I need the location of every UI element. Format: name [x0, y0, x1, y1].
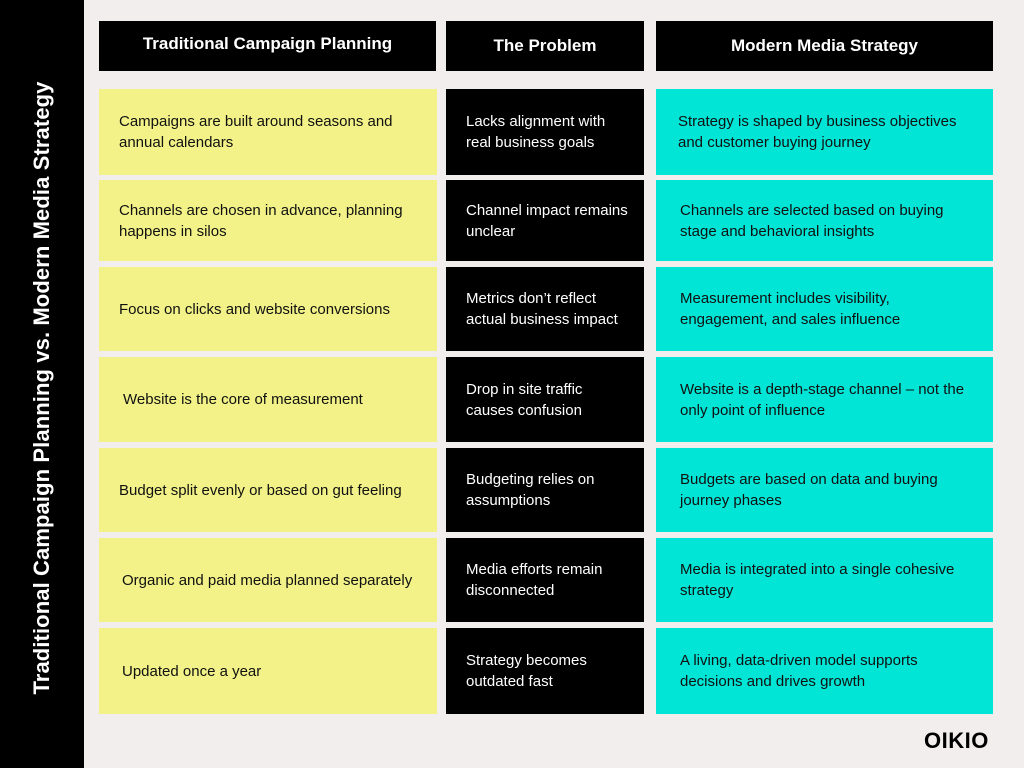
- oikio-logo: OIKIO: [924, 728, 989, 753]
- modern-cell-4: Website is a depth-stage channel – not t…: [656, 357, 993, 442]
- modern-cell-6: Media is integrated into a single cohesi…: [656, 538, 993, 622]
- problem-cell-1: Lacks alignment with real business goals: [446, 89, 644, 175]
- traditional-cell-4: Website is the core of measurement: [99, 357, 437, 442]
- side-title: Traditional Campaign Planning vs. Modern…: [29, 81, 54, 695]
- problem-cell-5: Budgeting relies on assumptions: [446, 448, 644, 532]
- traditional-cell-2: Channels are chosen in advance, planning…: [99, 180, 437, 261]
- problem-cell-6: Media efforts remain disconnected: [446, 538, 644, 622]
- traditional-cell-3: Focus on clicks and website conversions: [99, 267, 437, 351]
- traditional-cell-1: Campaigns are built around seasons and a…: [99, 89, 437, 175]
- modern-cell-5: Budgets are based on data and buying jou…: [656, 448, 993, 532]
- problem-cell-4: Drop in site traffic causes confusion: [446, 357, 644, 442]
- modern-cell-3: Measurement includes visibility, engagem…: [656, 267, 993, 351]
- modern-cell-2: Channels are selected based on buying st…: [656, 180, 993, 261]
- traditional-cell-5: Budget split evenly or based on gut feel…: [99, 448, 437, 532]
- traditional-cell-6: Organic and paid media planned separatel…: [99, 538, 437, 622]
- problem-cell-7: Strategy becomes outdated fast: [446, 628, 644, 714]
- modern-cell-7: A living, data-driven model supports dec…: [656, 628, 993, 714]
- modern-cell-1: Strategy is shaped by business objective…: [656, 89, 993, 175]
- header-traditional-campaign-planning: Traditional Campaign Planning: [99, 21, 436, 71]
- problem-cell-3: Metrics don’t reflect actual business im…: [446, 267, 644, 351]
- header-modern-media-strategy: Modern Media Strategy: [656, 21, 993, 71]
- header-the-problem: The Problem: [446, 21, 644, 71]
- side-title-bar: Traditional Campaign Planning vs. Modern…: [0, 0, 84, 768]
- traditional-cell-7: Updated once a year: [99, 628, 437, 714]
- problem-cell-2: Channel impact remains unclear: [446, 180, 644, 261]
